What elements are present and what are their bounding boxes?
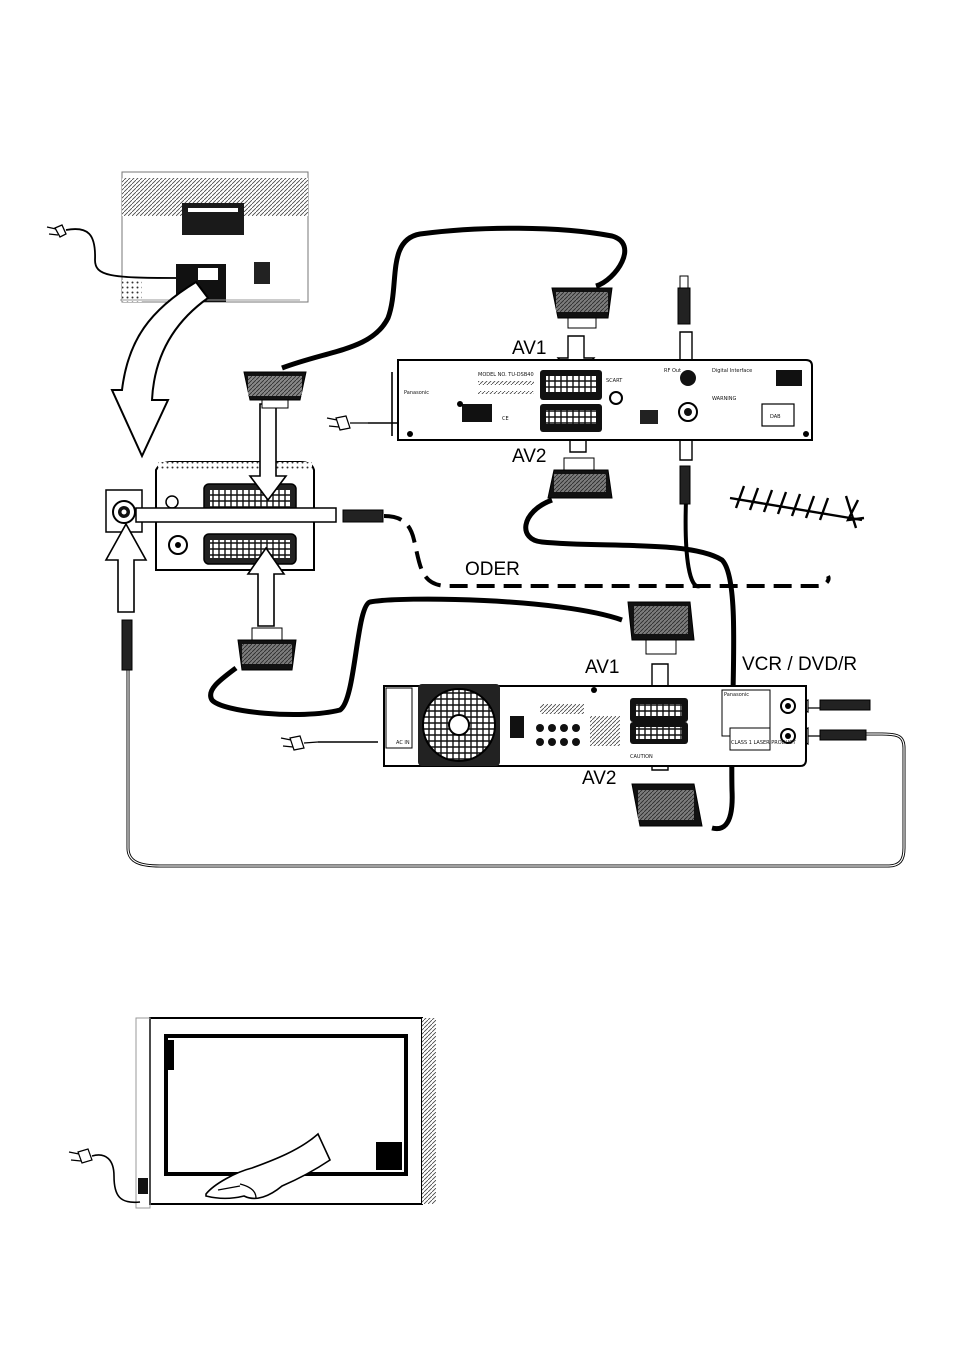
antenna-icon: [730, 486, 864, 528]
receiver-warning: WARNING: [712, 396, 737, 402]
scart-plug-recorder-av2: [632, 784, 702, 826]
arrow-icon: [112, 282, 208, 456]
receiver-digital-interface: Digital Interface: [712, 368, 752, 374]
recorder-type-label: VCR / DVD/R: [742, 654, 857, 676]
recorder-caution: CAUTION: [630, 754, 653, 760]
receiver-brand: Panasonic: [404, 390, 429, 396]
power-plug-icon: [69, 1149, 140, 1202]
scart-plug-receiver-av2: [548, 458, 612, 498]
receiver-av1-label: AV1: [512, 338, 547, 360]
receiver-model: MODEL NO. TU-DSB40: [478, 372, 534, 378]
receiver-dab: DAB: [770, 414, 781, 420]
scart-plug-tv-av2: [238, 628, 296, 670]
recorder-ac-in: AC IN: [396, 740, 410, 746]
scart-plug-recorder-av1: [628, 602, 694, 654]
recorder-rear-panel: AC IN CAUTION Panasonic CLASS 1 LASER PR…: [384, 684, 806, 766]
recorder-av1-label: AV1: [585, 657, 620, 679]
recorder-laser-label: CLASS 1 LASER PRODUCT: [731, 740, 797, 746]
receiver-scart-label: SCART: [606, 378, 623, 384]
power-plug-icon: [281, 736, 318, 750]
or-label: ODER: [465, 559, 520, 581]
power-plug-icon: [327, 416, 368, 430]
scart-plug-tv-av1: [244, 372, 306, 408]
receiver-rear-panel: Panasonic MODEL NO. TU-DSB40 SCART RF Ou…: [392, 360, 812, 440]
tv-rear-panel: [120, 172, 308, 302]
scart-plug-receiver-av1: [552, 288, 612, 328]
receiver-rf-out-label: RF Out: [664, 368, 681, 374]
receiver-ce: CE: [502, 416, 509, 422]
recorder-av2-label: AV2: [582, 768, 617, 790]
receiver-av2-label: AV2: [512, 446, 547, 468]
recorder-brand: Panasonic: [724, 692, 749, 698]
